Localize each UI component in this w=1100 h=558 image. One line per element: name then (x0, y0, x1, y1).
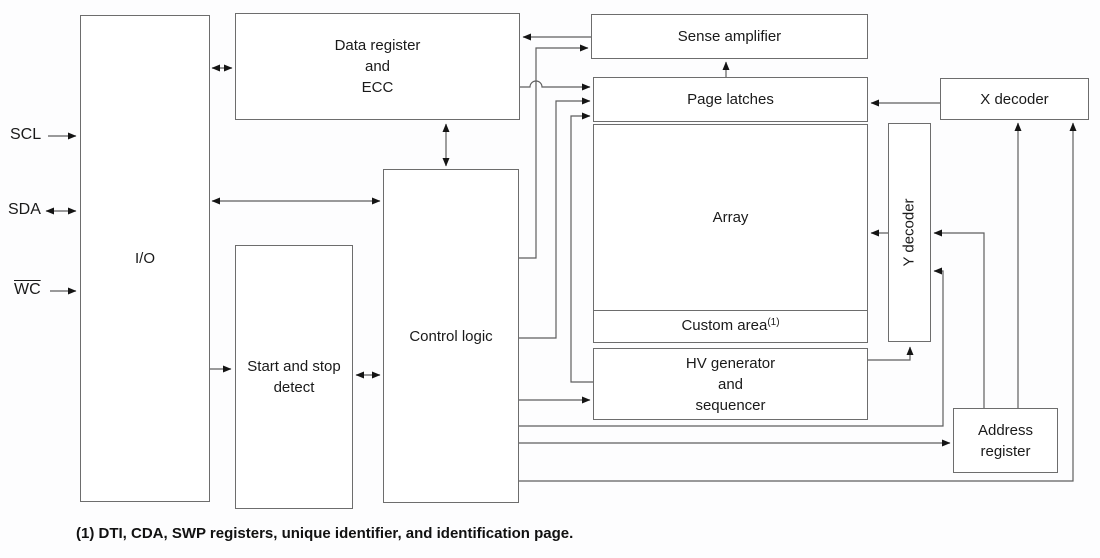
wire-data-register-to-page-latches (520, 80, 591, 91)
signal-wc-overline-text: WC (14, 281, 41, 298)
wire-hv-generator-to-page-latches (570, 112, 593, 383)
wire-control-logic-to-page-latches (519, 97, 591, 339)
block-io: I/O (80, 15, 210, 502)
wire-hv-generator-to-y-decoder (868, 346, 914, 361)
block-hv-generator-sequencer: HV generator and sequencer (593, 348, 868, 420)
block-custom-area-label: Custom area(1) (681, 315, 779, 338)
block-y-decoder-label: Y decoder (901, 198, 919, 267)
block-io-label: I/O (134, 250, 155, 267)
wire-control-logic-to-x-decoder (519, 122, 1077, 482)
block-y-decoder: Y decoder (888, 123, 931, 342)
wire-address-register-to-y-decoder (933, 229, 985, 408)
block-sense-amplifier: Sense amplifier (591, 14, 868, 59)
block-address-register-label: Address register (977, 421, 1034, 460)
block-control-logic-label: Control logic (409, 327, 493, 345)
block-address-register: Address register (953, 408, 1058, 473)
block-page-latches: Page latches (593, 77, 868, 122)
block-sense-amplifier-label: Sense amplifier (677, 28, 782, 45)
block-array: Array (593, 124, 868, 311)
block-data-register-ecc-label: Data register and ECC (334, 37, 421, 96)
block-x-decoder: X decoder (940, 78, 1089, 120)
signal-sda-label: SDA (8, 201, 41, 218)
block-data-register-ecc: Data register and ECC (235, 13, 520, 120)
signal-scl-label: SCL (10, 126, 42, 143)
block-custom-area-text: Custom area (681, 317, 768, 334)
block-x-decoder-label: X decoder (980, 90, 1049, 108)
footnote-text: (1) DTI, CDA, SWP registers, unique iden… (76, 525, 574, 542)
block-page-latches-label: Page latches (687, 91, 774, 108)
signal-wc-label: WC (14, 281, 41, 299)
block-custom-area: Custom area(1) (593, 310, 868, 343)
block-array-label: Array (712, 209, 749, 226)
wire-control-logic-to-sense-amplifier (519, 44, 589, 259)
block-start-stop-detect: Start and stop detect (235, 245, 353, 509)
block-hv-generator-sequencer-label: HV generator and sequencer (685, 354, 776, 414)
block-control-logic: Control logic (383, 169, 519, 503)
block-custom-area-footnote-marker: (1) (767, 317, 780, 328)
wire-control-logic-to-y-decoder (519, 267, 944, 427)
block-start-stop-detect-label: Start and stop detect (247, 358, 341, 396)
